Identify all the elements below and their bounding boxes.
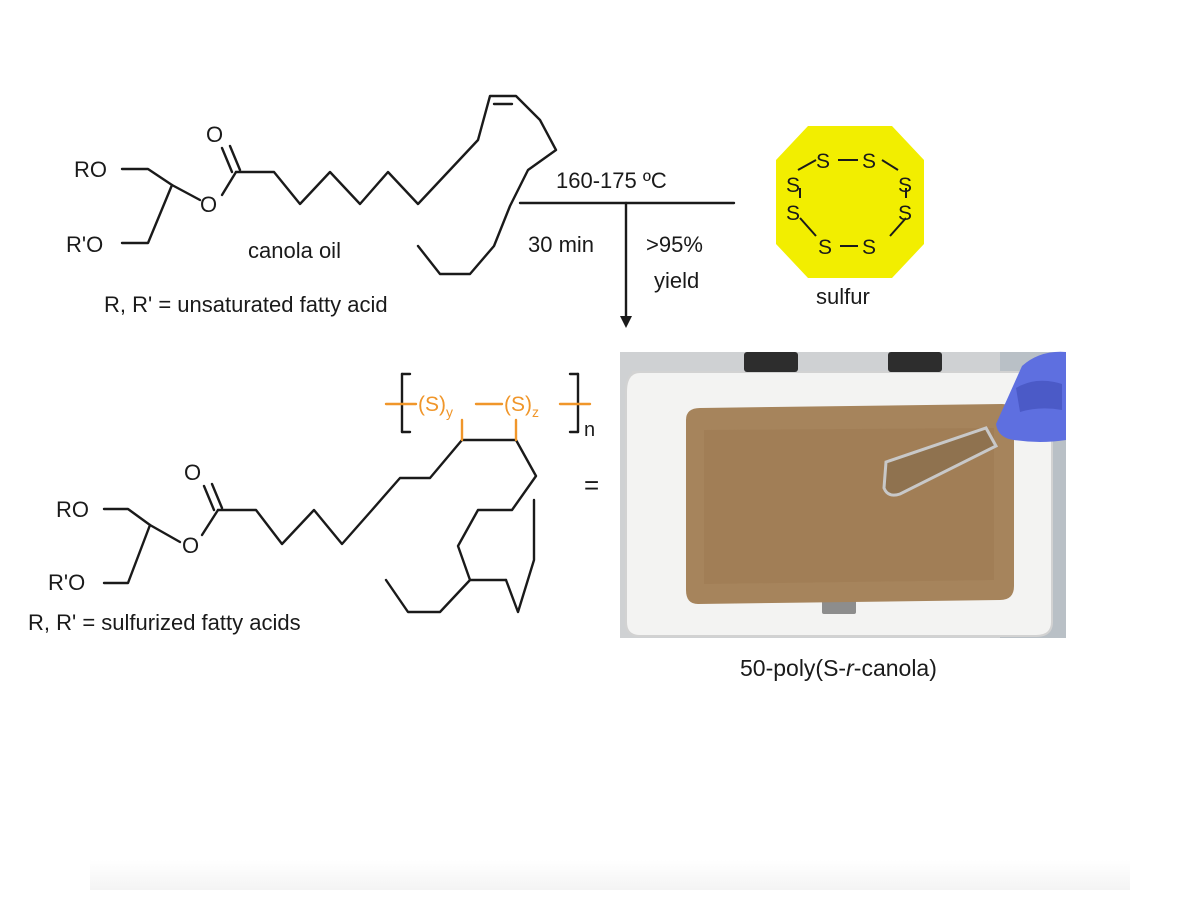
sz-label: (S)z — [504, 393, 539, 420]
reaction-arrow-head — [620, 316, 632, 328]
carbonyl-double-bond-a — [220, 146, 234, 174]
reactant-ester-oxygen: O — [200, 192, 217, 217]
photo-caption-italic: r — [846, 655, 855, 681]
ester-acyl-bond — [220, 170, 238, 197]
sulfur-label: sulfur — [816, 284, 870, 309]
sulfur-atom-7: S — [786, 202, 800, 225]
tub-handle-left — [744, 352, 798, 372]
product-photo — [620, 351, 1066, 638]
sulfur-atom-2: S — [862, 150, 876, 173]
ester-oxygen-bond — [170, 183, 202, 202]
tub-latch-bottom — [822, 600, 856, 614]
product-ro-label: RO — [56, 497, 89, 522]
sz-subscript: z — [532, 404, 539, 420]
product-ester-acyl-bond — [200, 508, 220, 537]
product-carbonyl-double-bond-b — [210, 482, 224, 510]
equals-sign: = — [584, 470, 599, 500]
sulfur-atom-5: S — [862, 236, 876, 259]
sy-subscript: y — [446, 404, 453, 420]
product-r-group-note: R, R' = sulfurized fatty acids — [28, 610, 301, 635]
carbonyl-double-bond-b — [228, 144, 242, 172]
reactant-ro-label: RO — [74, 157, 107, 182]
reactant-rpo-label: R'O — [66, 232, 103, 257]
scoop — [882, 426, 999, 497]
sulfur-ring-bonds — [797, 159, 907, 247]
yield-word-label: yield — [654, 268, 699, 293]
tub-handle-right — [888, 352, 942, 372]
product-glycerol-backbone-bonds — [102, 507, 152, 585]
sulfur-crosslink-bracket — [384, 372, 592, 442]
yield-value-label: >95% — [646, 232, 703, 257]
sulfur-atom-1: S — [816, 150, 830, 173]
reactant-r-group-note: R, R' = unsaturated fatty acid — [104, 292, 388, 317]
canola-oil-structure — [120, 94, 558, 276]
product-ester-oxygen-bond — [148, 523, 182, 544]
product-ester-oxygen: O — [182, 533, 199, 558]
sy-label: (S)y — [418, 393, 453, 420]
canola-oil-label: canola oil — [248, 238, 341, 263]
sulfur-atom-8: S — [786, 174, 800, 197]
temperature-label: 160-175 ºC — [556, 168, 667, 193]
glycerol-backbone-bonds — [120, 167, 174, 245]
sulfur-atom-6: S — [818, 236, 832, 259]
product-terminal-chain — [504, 498, 536, 614]
sulfur-atom-3: S — [898, 174, 912, 197]
photo-caption: 50-poly(S-r-canola) — [740, 655, 937, 681]
sulfur-atom-4: S — [898, 202, 912, 225]
bottom-fade — [90, 860, 1130, 890]
time-label: 30 min — [528, 232, 594, 257]
product-carbonyl-double-bond-a — [202, 484, 216, 512]
repeat-n-label: n — [584, 419, 595, 441]
fatty-acid-chain — [234, 94, 558, 276]
product-carbonyl-oxygen: O — [184, 460, 201, 485]
glove-shading — [1016, 380, 1062, 412]
reactant-carbonyl-oxygen: O — [206, 122, 223, 147]
product-rpo-label: R'O — [48, 570, 85, 595]
product-structure — [102, 438, 538, 614]
product-fatty-acid-chain — [216, 438, 538, 614]
